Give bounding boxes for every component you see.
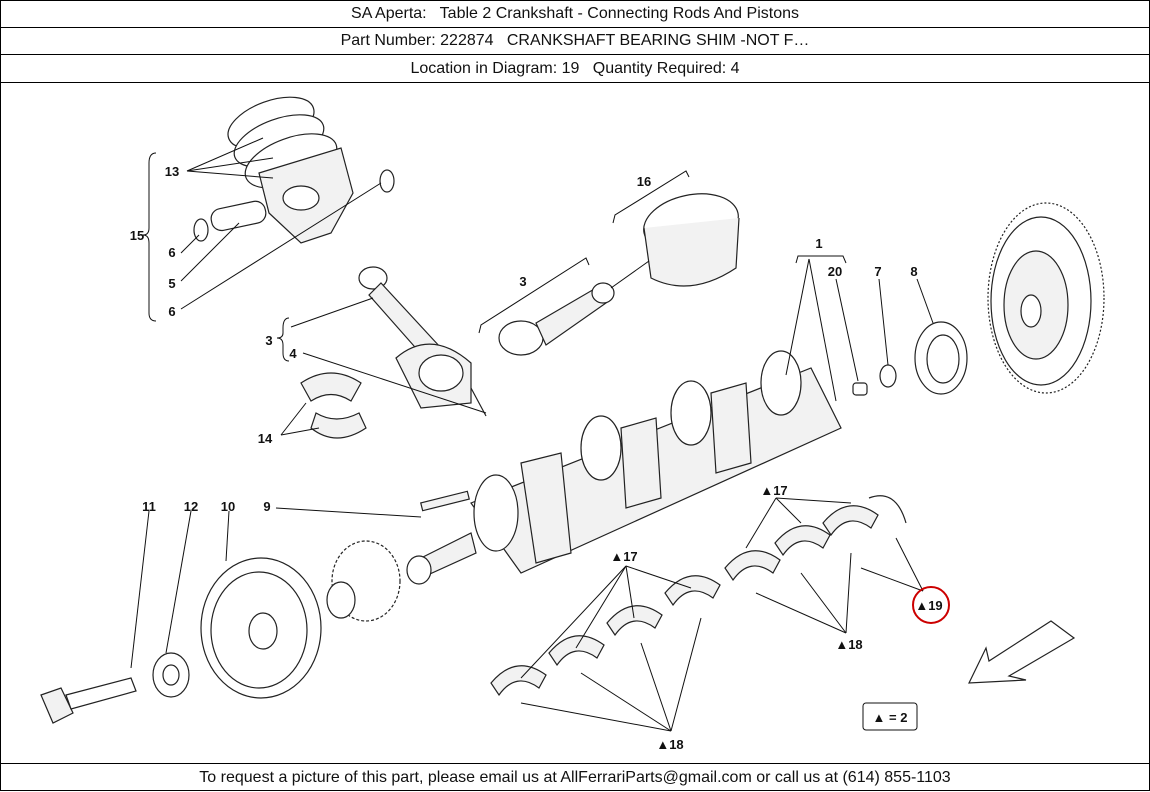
- pulley-drawing: [200, 557, 322, 699]
- bearing-drawing: [879, 364, 897, 388]
- callout-7[interactable]: 7: [874, 264, 881, 279]
- callout-8[interactable]: 8: [910, 264, 917, 279]
- callout-11[interactable]: 11: [142, 499, 156, 514]
- callout-5[interactable]: 5: [168, 276, 175, 291]
- piston-assembly-drawing: [193, 96, 395, 244]
- connecting-rod-left-drawing: [358, 266, 487, 417]
- callout-6-a[interactable]: 6: [168, 245, 175, 260]
- callout-16[interactable]: 16: [637, 174, 651, 189]
- flywheel-drawing: [987, 202, 1105, 394]
- callout-1[interactable]: 1: [815, 236, 822, 251]
- key-drawing: [420, 490, 470, 512]
- connecting-rod-center-drawing: [498, 282, 615, 356]
- callout-15[interactable]: 15: [130, 228, 144, 243]
- callout-19[interactable]: ▲19: [915, 598, 942, 613]
- part-number-line: Part Number: 222874 CRANKSHAFT BEARING S…: [0, 27, 1150, 55]
- callout-20[interactable]: 20: [828, 264, 842, 279]
- callout-3-left[interactable]: 3: [265, 333, 272, 348]
- callout-18-left[interactable]: ▲18: [656, 737, 683, 752]
- rod-bearing-shells-drawing: [300, 372, 367, 439]
- piston-center-drawing: [643, 193, 740, 287]
- location-quantity-line: Location in Diagram: 19 Quantity Require…: [0, 55, 1150, 83]
- callout-13[interactable]: 13: [165, 164, 179, 179]
- main-bearing-shells-drawing: [490, 495, 907, 697]
- callout-14[interactable]: 14: [258, 431, 273, 446]
- direction-arrow: [968, 620, 1076, 684]
- bolt-drawing: [40, 677, 137, 724]
- callout-9[interactable]: 9: [263, 499, 270, 514]
- diagram-title: SA Aperta: Table 2 Crankshaft - Connecti…: [0, 0, 1150, 28]
- pilot-bushing-drawing: [852, 382, 868, 396]
- callout-18-right[interactable]: ▲18: [835, 637, 862, 652]
- parts-diagram: ▲ = 2 13 15 6 5 6 16 3 3 4 14 1 20 7 8 1…: [1, 83, 1149, 762]
- timing-gear-drawing: [326, 540, 401, 622]
- legend-box: [862, 702, 918, 731]
- callout-17-left[interactable]: ▲17: [610, 549, 637, 564]
- callout-10[interactable]: 10: [221, 499, 235, 514]
- callout-6-b[interactable]: 6: [168, 304, 175, 319]
- contact-footer: To request a picture of this part, pleas…: [0, 763, 1150, 792]
- oil-seal-drawing: [914, 321, 968, 395]
- callout-4[interactable]: 4: [289, 346, 297, 361]
- highlight-circle: [912, 586, 950, 624]
- legend-text: ▲ = 2: [873, 710, 908, 725]
- callout-17-right[interactable]: ▲17: [760, 483, 787, 498]
- callout-3-center[interactable]: 3: [519, 274, 526, 289]
- callout-12[interactable]: 12: [184, 499, 198, 514]
